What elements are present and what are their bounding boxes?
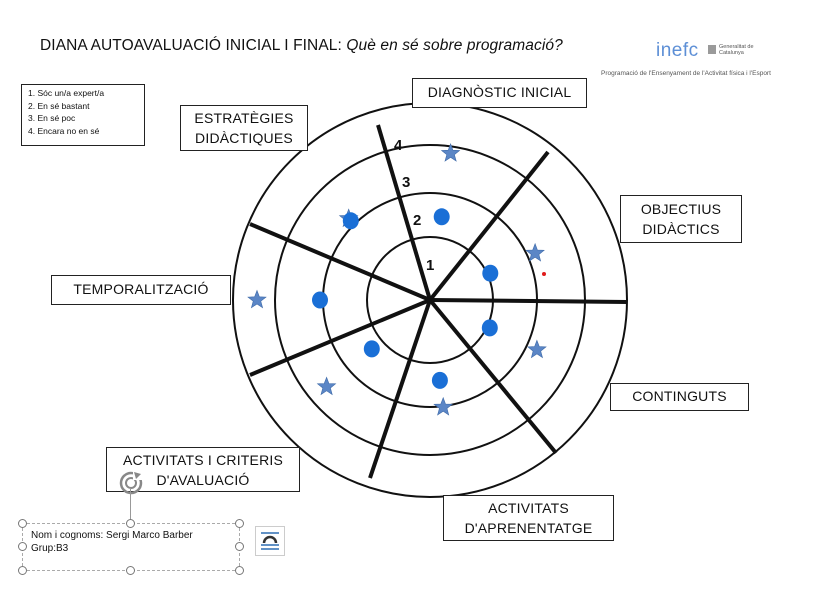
legend-item: 4. Encara no en sé	[28, 125, 100, 136]
student-name: Nom i cognoms: Sergi Marco Barber	[31, 530, 193, 541]
label-objectius-line: OBJECTIUS	[640, 201, 722, 217]
resize-handle[interactable]	[18, 519, 27, 528]
divider-line	[428, 298, 558, 455]
ring-label-4: 4	[394, 137, 403, 154]
label-continguts-text: CONTINGUTS	[632, 388, 727, 404]
divider-line	[249, 298, 431, 377]
resize-handle[interactable]	[235, 566, 244, 575]
star-mark-objectius	[525, 242, 545, 262]
divider-line	[249, 222, 431, 302]
title-main: DIANA AUTOAVALUACIÓ INICIAL I FINAL:	[40, 37, 342, 54]
inefc-logo: inefc Generalitat de Catalunya	[656, 40, 754, 62]
legend-item: 2. En sé bastant	[28, 100, 90, 111]
page-title: DIANA AUTOAVALUACIÓ INICIAL I FINAL: Què…	[40, 37, 563, 55]
resize-handle[interactable]	[18, 542, 27, 551]
label-temporalitzacio[interactable]: TEMPORALITZACIÓ	[51, 275, 231, 305]
label-objectius-line: DIDÀCTICS	[642, 221, 720, 237]
label-activitats-criteris-line: D'AVALUACIÓ	[156, 472, 250, 488]
label-objectius[interactable]: OBJECTIUS DIDÀCTICS	[620, 195, 742, 243]
legend-box[interactable]: 1. Sóc un/a expert/a 2. En sé bastant 3.…	[21, 84, 145, 146]
label-continguts[interactable]: CONTINGUTS	[610, 383, 749, 411]
dot-mark-estrategies	[342, 212, 359, 230]
label-activitats-criteris[interactable]: ACTIVITATS I CRITERIS D'AVALUACIÓ	[106, 447, 300, 492]
divider-line	[368, 299, 432, 479]
resize-handle[interactable]	[18, 566, 27, 575]
dot-mark-objectius	[482, 264, 499, 282]
resize-handle[interactable]	[235, 519, 244, 528]
label-estrategies-line: DIDÀCTIQUES	[195, 130, 293, 146]
rotate-handle-stem	[130, 488, 131, 522]
resize-handle[interactable]	[235, 542, 244, 551]
label-activitats-aprenentatge-line: ACTIVITATS	[488, 500, 569, 516]
logo-word: inefc	[656, 40, 699, 61]
label-diagnostic[interactable]: DIAGNÒSTIC INICIAL	[412, 78, 587, 108]
label-activitats-aprenentatge-line: D'APRENENTATGE	[464, 520, 593, 536]
red-dot	[542, 272, 546, 276]
ring-label-1: 1	[426, 257, 434, 274]
divider-line	[429, 298, 628, 304]
layout-options-icon	[261, 532, 279, 550]
legend-item: 1. Sóc un/a expert/a	[28, 88, 105, 98]
ring-label-2: 2	[413, 212, 421, 229]
star-mark-activitats_aprenentatge	[433, 396, 454, 416]
label-diagnostic-text: DIAGNÒSTIC INICIAL	[427, 84, 572, 100]
star-mark-activitats_criteris	[316, 376, 337, 396]
generalitat-text: Generalitat de Catalunya	[719, 44, 754, 56]
star-mark-temporalitzacio	[247, 289, 267, 309]
dot-mark-activitats_criteris	[363, 340, 380, 358]
label-activitats-criteris-line: ACTIVITATS I CRITERIS	[122, 452, 284, 468]
student-info[interactable]: Nom i cognoms: Sergi Marco Barber Grup:B…	[31, 529, 193, 555]
student-group: Grup:B3	[31, 543, 69, 554]
label-estrategies-line: ESTRATÈGIES	[194, 110, 294, 126]
dot-mark-temporalitzacio	[312, 291, 328, 309]
legend-item: 3. En sé poc	[28, 113, 76, 123]
divider-line	[428, 150, 550, 302]
title-sub: Què en sé sobre programació?	[346, 37, 563, 54]
resize-handle[interactable]	[126, 519, 135, 528]
label-estrategies[interactable]: ESTRATÈGIES DIDÀCTIQUES	[180, 105, 308, 151]
logo-subtitle: Programació de l'Ensenyament de l'Activi…	[601, 70, 771, 77]
rotate-handle-icon[interactable]	[118, 470, 144, 496]
layout-options-button[interactable]	[255, 526, 285, 556]
dot-mark-diagnostic	[433, 208, 450, 226]
dot-mark-activitats_aprenentatge	[431, 371, 448, 389]
star-mark-continguts	[527, 339, 547, 359]
ring-label-3: 3	[402, 174, 410, 191]
dot-mark-continguts	[481, 319, 498, 337]
generalitat-logo: Generalitat de Catalunya	[708, 44, 767, 56]
generalitat-icon	[708, 45, 716, 54]
resize-handle[interactable]	[126, 566, 135, 575]
divider-line	[376, 124, 432, 301]
label-temporalitzacio-text: TEMPORALITZACIÓ	[73, 281, 209, 297]
label-activitats-aprenentatge[interactable]: ACTIVITATS D'APRENENTATGE	[443, 495, 614, 541]
star-mark-diagnostic	[440, 143, 461, 162]
